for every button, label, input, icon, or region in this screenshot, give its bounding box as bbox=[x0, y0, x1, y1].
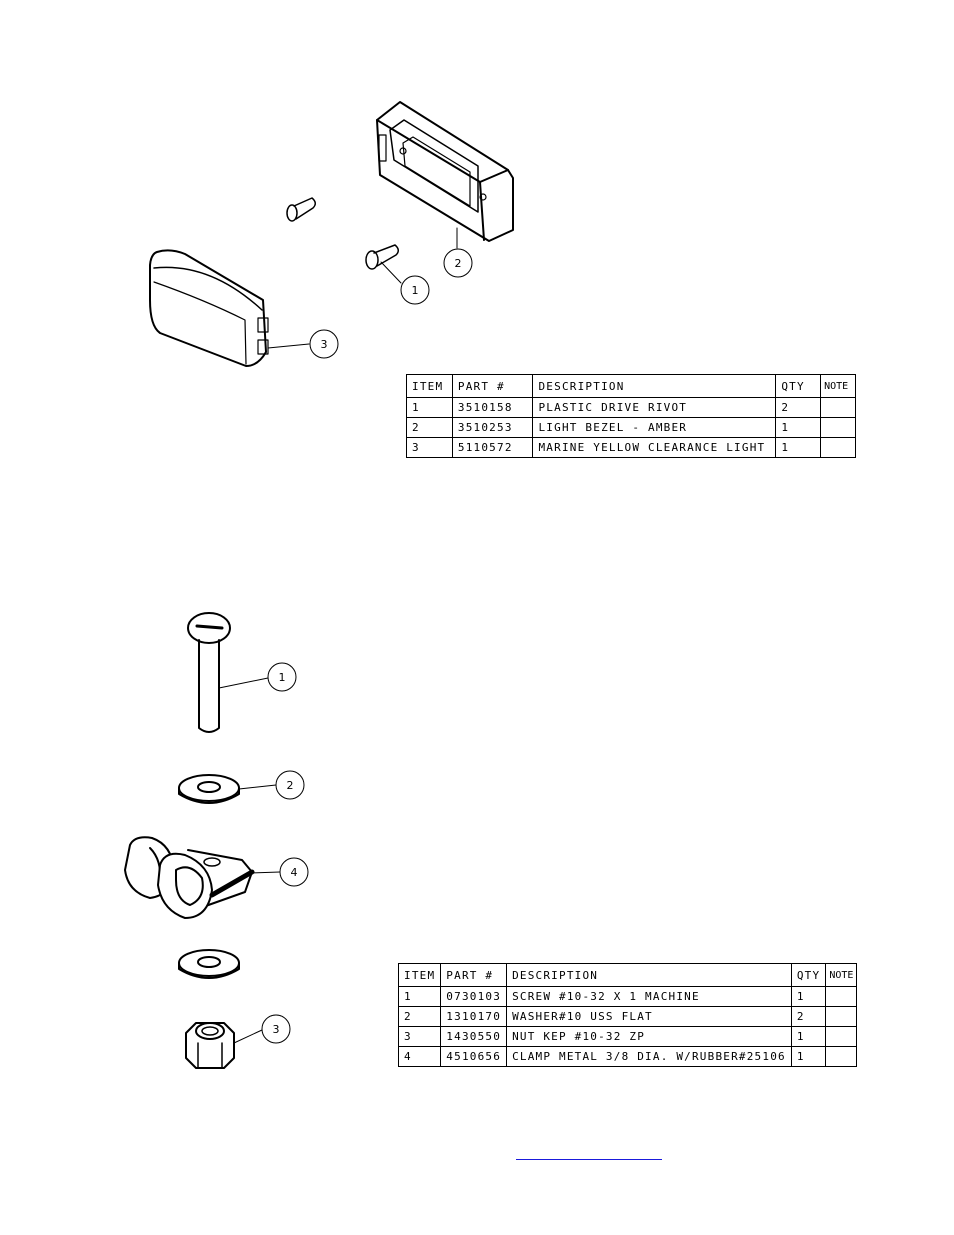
cell-description: WASHER#10 USS FLAT bbox=[506, 1006, 792, 1027]
clamp-drawing bbox=[124, 836, 255, 919]
callout-number: 4 bbox=[291, 866, 298, 879]
cell-qty: 1 bbox=[790, 1026, 827, 1047]
column-header-item: ITEM bbox=[397, 963, 442, 987]
cell-note bbox=[820, 397, 856, 418]
cell-item: 3 bbox=[397, 1026, 442, 1047]
cell-description: SCREW #10-32 X 1 MACHINE bbox=[506, 986, 792, 1007]
table-row: 3 5110572 MARINE YELLOW CLEARANCE LIGHT … bbox=[406, 437, 856, 458]
cell-qty: 1 bbox=[790, 986, 827, 1007]
clearance-light-drawing bbox=[149, 249, 269, 367]
rivet-upper-drawing bbox=[286, 197, 316, 222]
cell-item: 1 bbox=[397, 986, 442, 1007]
cell-description: CLAMP METAL 3/8 DIA. W/RUBBER#25106 bbox=[506, 1046, 792, 1067]
callout-balloon-1: 1 bbox=[400, 275, 430, 305]
callout-balloon-3: 3 bbox=[261, 1014, 291, 1044]
column-header-note: NOTE bbox=[820, 374, 856, 398]
cell-part: 5110572 bbox=[451, 437, 534, 458]
cell-item: 2 bbox=[397, 1006, 442, 1027]
table-row: 1 3510158 PLASTIC DRIVE RIVOT 2 bbox=[406, 397, 856, 418]
screw-drawing bbox=[187, 612, 231, 733]
cell-item: 4 bbox=[397, 1046, 442, 1067]
cell-qty: 1 bbox=[790, 1046, 827, 1067]
hyperlink-underline[interactable] bbox=[516, 1159, 662, 1160]
callout-number: 2 bbox=[455, 257, 462, 270]
callouts-assembly-1: 1 2 3 bbox=[309, 248, 473, 359]
callout-balloon-3: 3 bbox=[309, 329, 339, 359]
column-header-qty: QTY bbox=[790, 963, 827, 987]
bill-of-materials-2: ITEM PART # DESCRIPTION QTY NOTE 1 07301… bbox=[397, 963, 858, 1067]
callout-number: 1 bbox=[412, 284, 419, 297]
column-header-part: PART # bbox=[451, 374, 534, 398]
cell-note bbox=[820, 417, 856, 438]
rivet-lower-drawing bbox=[365, 244, 399, 270]
table-row: 2 3510253 LIGHT BEZEL - AMBER 1 bbox=[406, 417, 856, 438]
cell-description: PLASTIC DRIVE RIVOT bbox=[532, 397, 777, 418]
cell-item: 2 bbox=[406, 417, 453, 438]
column-header-description: DESCRIPTION bbox=[506, 963, 792, 987]
callouts-assembly-2: 1 2 4 3 bbox=[261, 662, 309, 1044]
cell-note bbox=[825, 1046, 858, 1067]
washer-lower-drawing bbox=[178, 949, 240, 979]
column-header-qty: QTY bbox=[775, 374, 822, 398]
cell-note bbox=[825, 1026, 858, 1047]
callout-number: 3 bbox=[321, 338, 328, 351]
bill-of-materials-1: ITEM PART # DESCRIPTION QTY NOTE 1 35101… bbox=[406, 374, 856, 458]
cell-qty: 2 bbox=[790, 1006, 827, 1027]
table-header-row: ITEM PART # DESCRIPTION QTY NOTE bbox=[406, 374, 856, 398]
table-row: 1 0730103 SCREW #10-32 X 1 MACHINE 1 bbox=[397, 986, 858, 1007]
callout-balloon-4: 4 bbox=[279, 857, 309, 887]
cell-note bbox=[820, 437, 856, 458]
callout-number: 3 bbox=[273, 1023, 280, 1036]
table-row: 3 1430550 NUT KEP #10-32 ZP 1 bbox=[397, 1026, 858, 1047]
cell-part: 3510253 bbox=[451, 417, 534, 438]
cell-part: 1310170 bbox=[440, 1006, 508, 1027]
callout-number: 1 bbox=[279, 671, 286, 684]
cell-part: 0730103 bbox=[440, 986, 508, 1007]
cell-part: 3510158 bbox=[451, 397, 534, 418]
cell-description: NUT KEP #10-32 ZP bbox=[506, 1026, 792, 1047]
cell-note bbox=[825, 1006, 858, 1027]
callout-balloon-2: 2 bbox=[275, 770, 305, 800]
cell-qty: 1 bbox=[775, 437, 822, 458]
cell-description: MARINE YELLOW CLEARANCE LIGHT bbox=[532, 437, 777, 458]
table-row: 4 4510656 CLAMP METAL 3/8 DIA. W/RUBBER#… bbox=[397, 1046, 858, 1067]
column-header-item: ITEM bbox=[406, 374, 453, 398]
cell-item: 3 bbox=[406, 437, 453, 458]
cell-note bbox=[825, 986, 858, 1007]
table-header-row: ITEM PART # DESCRIPTION QTY NOTE bbox=[397, 963, 858, 987]
cell-part: 4510656 bbox=[440, 1046, 508, 1067]
column-header-part: PART # bbox=[440, 963, 508, 987]
cell-part: 1430550 bbox=[440, 1026, 508, 1047]
callout-balloon-2: 2 bbox=[443, 248, 473, 278]
cell-qty: 2 bbox=[775, 397, 822, 418]
washer-upper-drawing bbox=[178, 774, 240, 804]
light-bezel-drawing bbox=[376, 101, 514, 242]
callout-number: 2 bbox=[287, 779, 294, 792]
cell-item: 1 bbox=[406, 397, 453, 418]
nut-drawing bbox=[185, 1022, 235, 1069]
callout-balloon-1: 1 bbox=[267, 662, 297, 692]
cell-description: LIGHT BEZEL - AMBER bbox=[532, 417, 777, 438]
column-header-note: NOTE bbox=[825, 963, 858, 987]
cell-qty: 1 bbox=[775, 417, 822, 438]
table-row: 2 1310170 WASHER#10 USS FLAT 2 bbox=[397, 1006, 858, 1027]
column-header-description: DESCRIPTION bbox=[532, 374, 777, 398]
